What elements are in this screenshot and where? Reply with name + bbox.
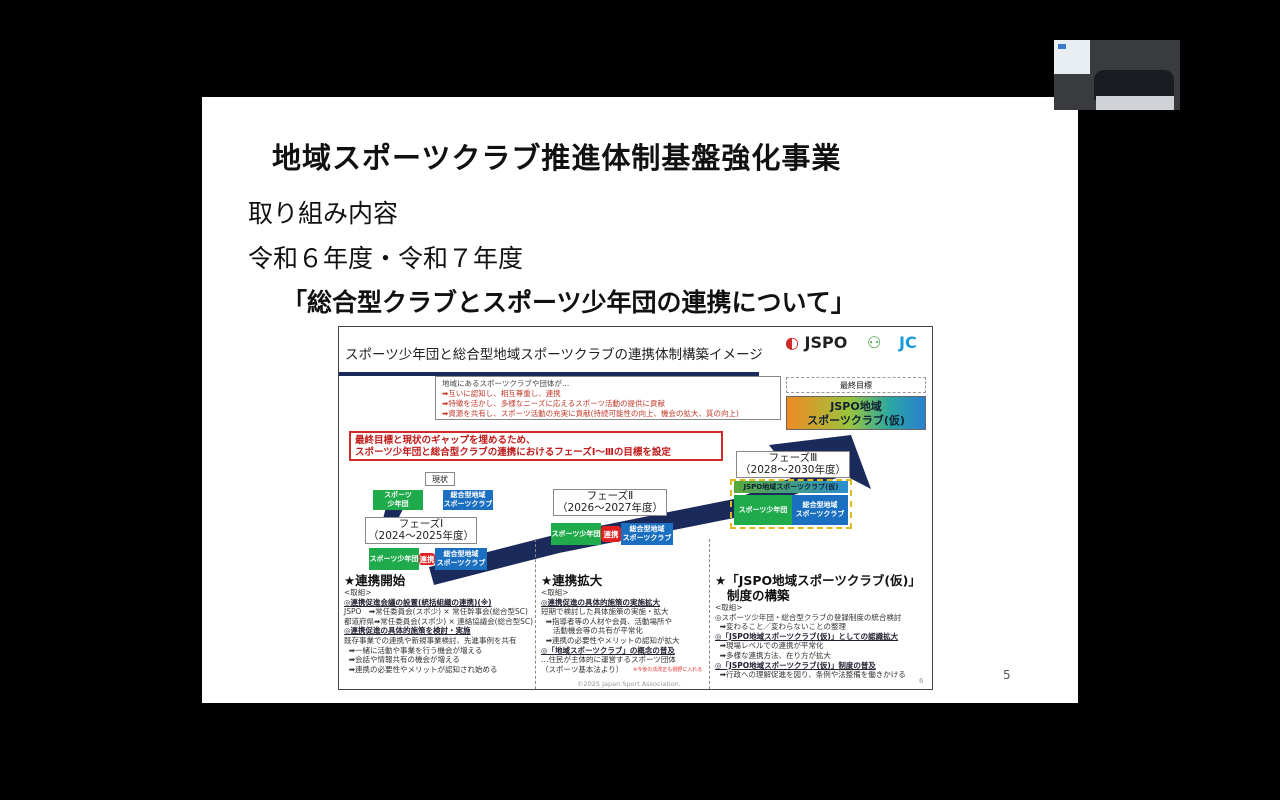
column-line: JSPO ➡常任委員会(スポ少) × 常任幹事会(総合型SC) <box>344 607 528 617</box>
comprehensive-club: 総合型地域 スポーツクラブ <box>435 548 487 570</box>
column-divider <box>535 539 536 689</box>
phase-years: （2024～2025年度） <box>368 530 474 542</box>
column-phase1: ★連携開始 <取組>◎連携促進会議の設置(統括組織の連携)(※)JSPO ➡常任… <box>344 573 533 674</box>
column-line: （スポーツ基本法より） <box>541 664 624 674</box>
sports-youth-group: スポーツ少年団 <box>734 495 792 525</box>
column-line: ◎「JSPO地域スポーツクラブ(仮)」制度の普及 <box>715 660 876 670</box>
link-badge: 連携 <box>419 553 435 565</box>
final-goal-label: 最終目標 <box>786 377 926 393</box>
column-line: …住民が主体的に運営するスポーツ団体 <box>541 655 676 665</box>
column-title: ★連携開始 <box>344 573 406 588</box>
presenter-desk <box>1096 96 1174 110</box>
column-line: ➡連携の必要性やメリットの認知が拡大 <box>541 635 680 645</box>
gap-notice-box: 最終目標と現状のギャップを埋めるため、スポーツ少年団と総合型クラブの連携における… <box>349 431 723 461</box>
jsc-logo: JC <box>899 333 917 352</box>
final-goal-box: JSPO地域スポーツクラブ(仮) <box>786 396 926 430</box>
column-line: ➡指導者等の人材や会員、活動場所や <box>541 616 673 626</box>
column-line: ◎「地域スポーツクラブ」の概念の普及 <box>541 645 675 655</box>
column-title: 制度の構築 <box>727 588 790 603</box>
phase3-frame <box>730 479 852 529</box>
goal-line: JSPO地域 <box>830 400 882 413</box>
callout-line: 地域にあるスポーツクラブや団体が… <box>442 379 570 388</box>
callout-line: ➡互いに認知し、相互尊重し、連携 <box>442 389 561 398</box>
column-line: ◎「JSPO地域スポーツクラブ(仮)」としての認識拡大 <box>715 631 899 641</box>
column-line: ◎スポーツ少年団・総合型クラブの登録制度の統合検討 <box>715 612 902 622</box>
column-line: ➡変わること／変わらないことの整理 <box>715 622 846 632</box>
column-line: ➡会話や情報共有の機会が増える <box>344 655 460 665</box>
column-lines: <取組>◎スポーツ少年団・総合型クラブの登録制度の統合検討 ➡変わること／変わら… <box>715 603 921 680</box>
current-state-label: 現状 <box>425 472 455 486</box>
slide-title: 地域スポーツクラブ推進体制基盤強化事業 <box>272 141 842 175</box>
column-line: <取組> <box>344 588 372 597</box>
callout-box: 地域にあるスポーツクラブや団体が… ➡互いに認知し、相互尊重し、連携 ➡特徴を活… <box>435 376 781 420</box>
sports-youth-group: スポーツ少年団 <box>551 523 601 545</box>
phase3-club-banner: JSPO地域スポーツクラブ(仮) <box>734 481 848 493</box>
jspo-logo-text: JSPO <box>804 333 848 352</box>
comprehensive-club: 総合型地域 スポーツクラブ <box>792 495 848 525</box>
notice-line: 最終目標と現状のギャップを埋めるため、 <box>355 435 536 446</box>
screen-content <box>1058 44 1066 49</box>
goal-line: スポーツクラブ(仮) <box>807 414 905 427</box>
sports-youth-group: スポーツ少年団 <box>369 548 419 570</box>
column-line: ◎連携促進の具体的施策を検討・実施 <box>344 626 471 636</box>
olympic-rings-logo: ⚇ <box>867 333 882 352</box>
column-title: ★連携拡大 <box>541 573 603 588</box>
phase-name: フェーズⅠ <box>398 518 444 530</box>
column-line: 活動機会等の共有が平常化 <box>541 626 643 636</box>
slide-subtitle-content: 取り組み内容 <box>248 199 399 228</box>
phase-name: フェーズⅡ <box>586 490 634 502</box>
phase-years: （2026～2027年度） <box>557 502 663 514</box>
collaboration-diagram: スポーツ少年団と総合型地域スポーツクラブの連携体制構築イメージ ◐ JSPO ⚇… <box>338 326 933 690</box>
inner-page-number: 6 <box>919 677 924 685</box>
link-badge: 連携 <box>601 526 621 542</box>
phase2-box: フェーズⅡ（2026～2027年度） <box>553 489 667 516</box>
slide-page-number: 5 <box>1003 668 1011 682</box>
copyright: ©2025 Japan Sport Association. <box>577 680 681 688</box>
column-line: ➡一緒に活動や事業を行う機会が増える <box>344 645 483 655</box>
phase1-box: フェーズⅠ（2024～2025年度） <box>365 517 477 544</box>
column-line: ➡連携の必要性やメリットが認知され始める <box>344 664 498 674</box>
column-line: <取組> <box>715 603 743 612</box>
navy-arrow-band <box>429 435 871 585</box>
column-line: ◎連携促進会議の設置(統括組織の連携)(※) <box>344 597 492 607</box>
sports-youth-group: スポーツ 少年団 <box>373 490 423 510</box>
callout-line: ➡資源を共有し、スポーツ活動の充実に貢献(持続可能性の向上、機会の拡大、質の向上… <box>442 409 739 418</box>
comprehensive-club: 総合型地域 スポーツクラブ <box>621 523 673 545</box>
notice-line: スポーツ少年団と総合型クラブの連携におけるフェーズⅠ～Ⅲの目標を設定 <box>355 447 671 458</box>
jspo-mark-icon: ◐ <box>785 333 799 352</box>
column-phase3: ★「JSPO地域スポーツクラブ(仮)」 制度の構築 <取組>◎スポーツ少年団・総… <box>715 573 921 680</box>
slide-subtitle-topic: 「総合型クラブとスポーツ少年団の連携について」 <box>282 288 856 317</box>
phase3-box: フェーズⅢ（2028～2030年度） <box>736 451 850 478</box>
column-lines: <取組>◎連携促進の具体的施策の実施拡大短期で検討した具体施策の実施・拡大 ➡指… <box>541 588 680 674</box>
column-line: ➡行政への理解促進を図り、条例や法整備を働きかける <box>715 670 906 680</box>
column-divider <box>709 539 710 689</box>
jspo-logo: ◐ JSPO <box>785 333 847 352</box>
column-note: ※今後の法改正も視野に入れる <box>633 667 703 673</box>
webcam-thumbnail[interactable] <box>1054 40 1180 110</box>
column-line: 既存事業での連携や新規事業検討、先進事例を共有 <box>344 635 517 645</box>
column-line: ➡多様な連携方法、在り方が拡大 <box>715 650 832 660</box>
presenters <box>1094 70 1174 100</box>
callout-line: ➡特徴を活かし、多様なニーズに応えるスポーツ活動の提供に貢献 <box>442 399 666 408</box>
column-lines: <取組>◎連携促進会議の設置(統括組織の連携)(※)JSPO ➡常任委員会(スポ… <box>344 588 533 674</box>
column-line: 都道府県➡常任委員会(スポ少) × 連絡協議会(総合型SC) <box>344 616 534 626</box>
figure-heading: スポーツ少年団と総合型地域スポーツクラブの連携体制構築イメージ <box>345 347 763 363</box>
comprehensive-club: 総合型地域 スポーツクラブ <box>443 490 493 510</box>
phase-name: フェーズⅢ <box>768 452 818 464</box>
heading-underline <box>339 372 759 376</box>
column-title: ★「JSPO地域スポーツクラブ(仮)」 <box>715 573 921 588</box>
column-line: <取組> <box>541 588 569 597</box>
column-line: 短期で検討した具体施策の実施・拡大 <box>541 607 669 617</box>
slide-subtitle-years: 令和６年度・令和７年度 <box>248 244 524 273</box>
column-phase2: ★連携拡大 <取組>◎連携促進の具体的施策の実施拡大短期で検討した具体施策の実施… <box>541 573 702 674</box>
column-line: ➡現場レベルでの連携が平常化 <box>715 641 824 651</box>
column-line: ◎連携促進の具体的施策の実施拡大 <box>541 597 661 607</box>
phase-years: （2028～2030年度） <box>740 464 846 476</box>
